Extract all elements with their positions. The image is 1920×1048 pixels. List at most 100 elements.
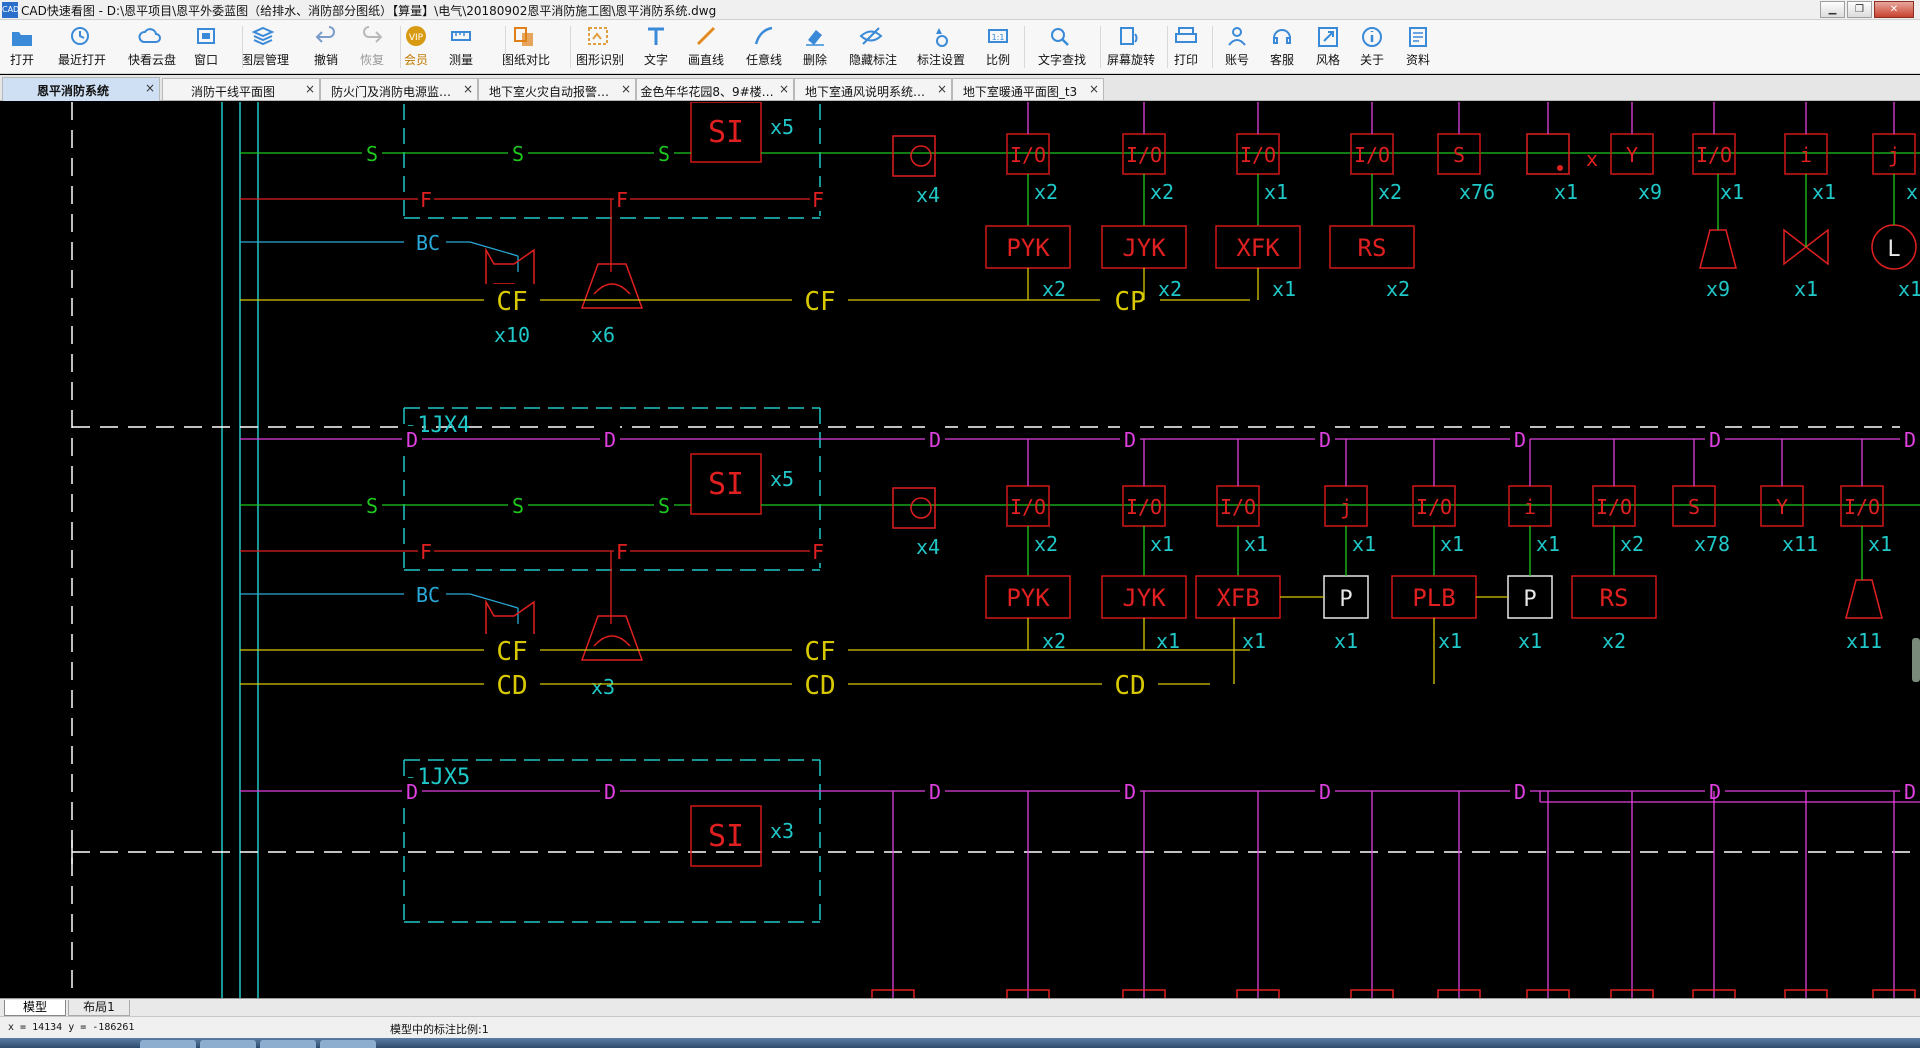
toolbar-button[interactable]: 画直线 (684, 24, 728, 72)
module-label: I/O (1696, 143, 1732, 167)
bus-label-cp: CP (1114, 287, 1145, 317)
restore-button[interactable]: ❐ (1847, 1, 1872, 18)
bus-label-d: D (1514, 780, 1526, 804)
label-mask (508, 492, 528, 518)
toolbar-button-label: 图层管理 (241, 53, 290, 67)
fan-control-label: PYK (1006, 584, 1050, 612)
toolbar-button[interactable]: 屏幕旋转 (1107, 24, 1155, 72)
bus-label-cf: CF (804, 287, 835, 317)
module-label: S (1453, 143, 1465, 167)
toolbar-button-label: 文字 (643, 53, 668, 67)
toolbar-button-label: 比例 (985, 53, 1010, 67)
label-mask (1120, 426, 1140, 452)
os-taskbar (0, 1038, 1920, 1048)
drawing-tab[interactable]: 消防干线平面图× (162, 78, 320, 100)
measure-icon (451, 31, 471, 41)
lower-count: x11 (1846, 629, 1882, 653)
close-tab-icon[interactable]: × (144, 81, 155, 95)
label-mask (402, 426, 422, 452)
cad-drawing[interactable]: DDDDDDDDSIx5SSSFFFBCx10x6CFCFCPx4I/Ox2I/… (0, 102, 1920, 998)
toolbar-button[interactable]: 快看云盘 (128, 24, 176, 72)
bus-label-cd: CD (496, 671, 527, 701)
tab-model[interactable]: 模型 (4, 1000, 66, 1016)
toolbar-button[interactable]: 客服 (1260, 24, 1304, 72)
toolbar-button-label: 客服 (1269, 53, 1294, 67)
label-mask (402, 778, 422, 804)
toolbar-button[interactable]: 任意线 (742, 24, 786, 72)
module-label: I/O (1416, 495, 1452, 519)
drawing-tab[interactable]: 地下室暖通平面图_t3× (952, 78, 1104, 100)
toolbar-button[interactable]: 隐藏标注 (849, 24, 897, 72)
drawing-tab[interactable]: 金色年华花园8、9#楼…× (636, 78, 794, 100)
toolbar-button[interactable]: 最近打开 (58, 24, 106, 72)
fan-control-label: PYK (1006, 234, 1050, 262)
scroll-handle[interactable] (1912, 638, 1920, 682)
taskbar-button[interactable] (140, 1040, 196, 1048)
toolbar-button[interactable]: 撤销 (304, 24, 348, 72)
module-count: x11 (1782, 532, 1818, 556)
toolbar-button[interactable]: 图层管理 (241, 24, 290, 72)
close-tab-icon[interactable]: × (1088, 82, 1099, 96)
si-module-box (690, 453, 762, 515)
module-count: x1 (1720, 180, 1744, 204)
toolbar-button[interactable]: 文字查找 (1038, 24, 1086, 72)
module-box-partial (1526, 989, 1570, 998)
taskbar-button[interactable] (260, 1040, 316, 1048)
drawing-tab[interactable]: 防火门及消防电源监… × (320, 78, 478, 100)
rotate-screen-icon (1120, 27, 1138, 45)
toolbar-button[interactable]: 标注设置 (917, 24, 965, 72)
label-mask (508, 140, 528, 166)
toolbar-button[interactable]: 图纸对比 (502, 24, 550, 72)
bus-label-d: D (1319, 428, 1331, 452)
module-label: I/O (1010, 495, 1046, 519)
bus-label-f: F (812, 540, 824, 564)
fan-count: x2 (1386, 277, 1410, 301)
toolbar-button[interactable]: 打印 (1164, 24, 1208, 72)
bus-label-bc: BC (416, 583, 440, 607)
tab-label: 防火门及消防电源监… (330, 85, 451, 99)
close-tab-icon[interactable]: × (778, 82, 789, 96)
close-tab-icon[interactable]: × (620, 82, 631, 96)
toolbar-button[interactable]: 资料 (1396, 24, 1440, 72)
close-icon: ✕ (1889, 4, 1899, 15)
close-tab-icon[interactable]: × (462, 82, 473, 96)
module-box-partial (1122, 989, 1166, 998)
drawing-tab[interactable]: 恩平消防系统× (2, 77, 160, 101)
module-count: x1 (1264, 180, 1288, 204)
drawing-canvas[interactable]: DDDDDDDDSIx5SSSFFFBCx10x6CFCFCPx4I/Ox2I/… (0, 102, 1920, 998)
bus-label-f: F (616, 188, 628, 212)
toolbar-button[interactable]: 文字 (634, 24, 678, 72)
toolbar-button[interactable]: 账号 (1215, 24, 1259, 72)
toolbar-button[interactable]: 恢复 (350, 24, 394, 72)
minimize-button[interactable]: ▁ (1820, 1, 1845, 18)
taskbar-button[interactable] (200, 1040, 256, 1048)
close-window-button[interactable]: ✕ (1874, 1, 1914, 18)
fan-count: x2 (1158, 277, 1182, 301)
module-label: Y (1776, 495, 1788, 519)
toolbar-button[interactable]: 风格 (1306, 24, 1350, 72)
toolbar-button[interactable]: 关于 (1350, 24, 1394, 72)
toolbar-button-label: 资料 (1405, 53, 1430, 67)
compare-icon (514, 27, 533, 46)
toolbar-button-label: 任意线 (745, 53, 782, 67)
toolbar-button[interactable]: 图形识别 (576, 24, 624, 72)
bus-label-s: S (658, 494, 670, 518)
taskbar-button[interactable] (320, 1040, 376, 1048)
toolbar-button[interactable]: 删除 (793, 24, 837, 72)
bus-label-cf: CF (804, 637, 835, 667)
toolbar-button[interactable]: 打开 (0, 24, 44, 72)
close-tab-icon[interactable]: × (304, 82, 315, 96)
module-label: I/O (1354, 143, 1390, 167)
fan-control-box (1571, 575, 1657, 619)
drawing-tab[interactable]: 地下室通风说明系统…× (794, 78, 952, 100)
label-mask (1102, 668, 1158, 700)
toolbar-button[interactable]: 测量 (439, 24, 483, 72)
tab-layout1[interactable]: 布局1 (68, 1000, 130, 1016)
lower-count: x1 (1794, 277, 1818, 301)
drawing-tab[interactable]: 地下室火灾自动报警…× (478, 78, 636, 100)
toolbar-button[interactable]: 窗口 (184, 24, 228, 72)
toolbar-separator (1212, 26, 1213, 68)
close-tab-icon[interactable]: × (936, 82, 947, 96)
